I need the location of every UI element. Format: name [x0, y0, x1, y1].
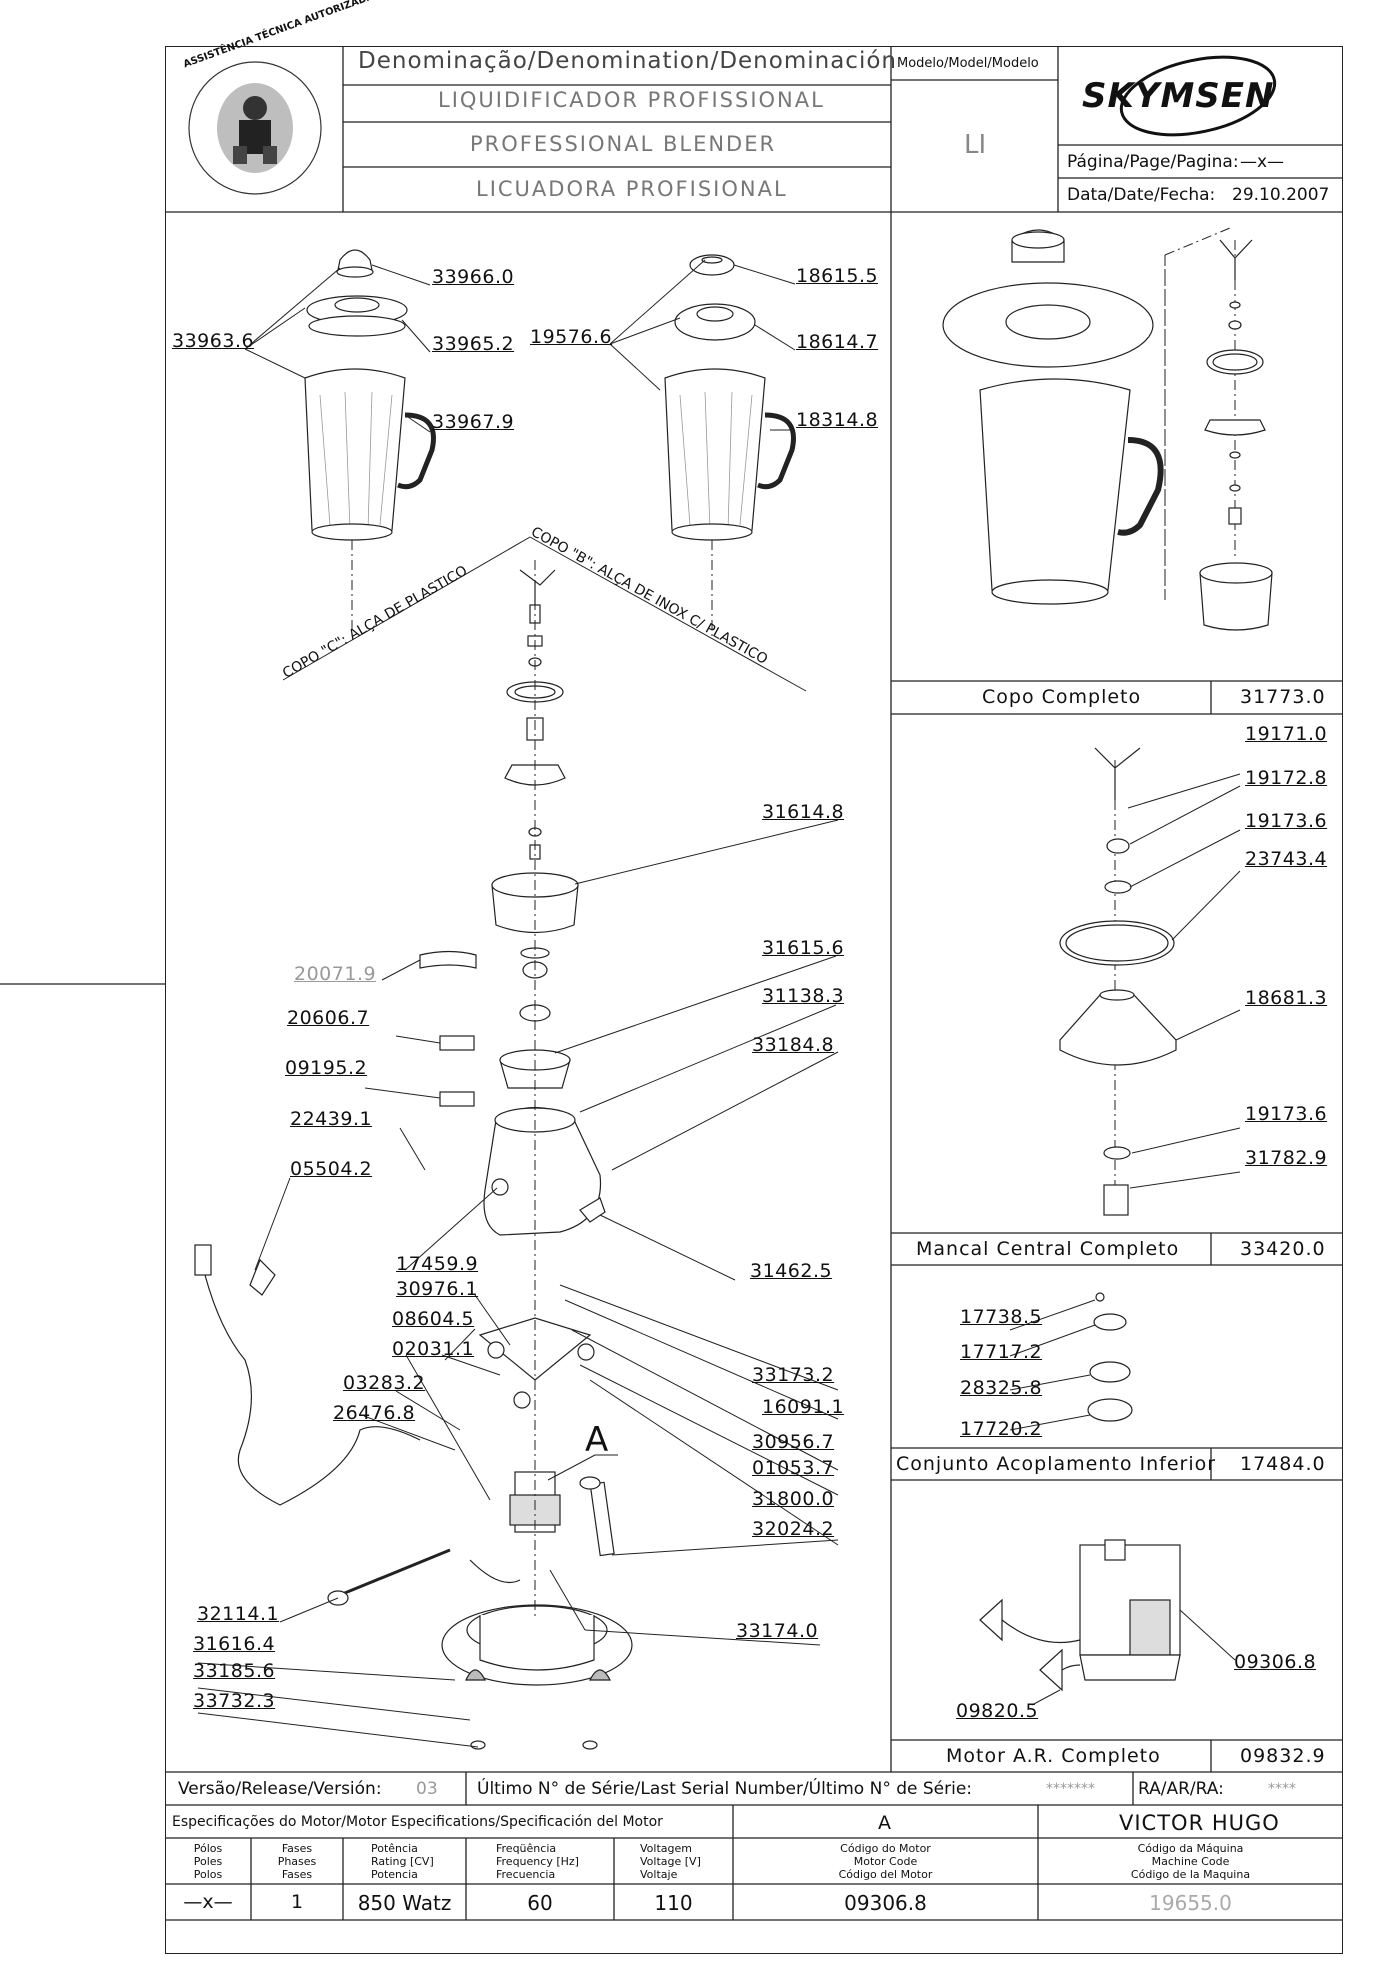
val-phases: 1 [290, 1891, 304, 1913]
assembly-acoplamento-code: 17484.0 [1240, 1453, 1326, 1475]
assembly-mancal-name: Mancal Central Completo [916, 1238, 1180, 1260]
part-33174-0: 33174.0 [736, 1620, 819, 1642]
denomination-label: Denominação/Denomination/Denominación [358, 48, 897, 74]
mancal-part-3: 19173.6 [1245, 810, 1328, 832]
assembly-copo-name: Copo Completo [982, 686, 1142, 708]
val-power: 850 Watz [357, 1891, 452, 1915]
acoplamento-part-3: 28325.8 [960, 1377, 1043, 1399]
acoplamento-part-2: 17717.2 [960, 1341, 1043, 1363]
ra-label: RA/AR/RA: [1138, 1779, 1224, 1799]
product-name-en: PROFESSIONAL BLENDER [470, 132, 777, 156]
part-30976-1: 30976.1 [396, 1278, 479, 1300]
model-label: Modelo/Model/Modelo [897, 56, 1039, 71]
part-31138-3: 31138.3 [762, 985, 845, 1007]
part-32114-1: 32114.1 [197, 1603, 280, 1625]
acoplamento-part-4: 17720.2 [960, 1418, 1043, 1440]
part-33963-6: 33963.6 [172, 330, 255, 352]
part-31800-0: 31800.0 [752, 1488, 835, 1510]
part-01053-7: 01053.7 [752, 1457, 835, 1479]
assembly-motor-name: Motor A.R. Completo [946, 1745, 1161, 1767]
assembly-acoplamento-name: Conjunto Acoplamento Inferior [896, 1453, 1217, 1475]
spec-marker: A [878, 1812, 891, 1834]
part-20071-9: 20071.9 [294, 963, 377, 985]
part-16091-1: 16091.1 [762, 1396, 845, 1418]
assembly-mancal-code: 33420.0 [1240, 1238, 1326, 1260]
date-value: 29.10.2007 [1232, 185, 1330, 205]
part-33966-0: 33966.0 [432, 266, 515, 288]
acoplamento-part-1: 17738.5 [960, 1306, 1043, 1328]
part-31616-4: 31616.4 [193, 1633, 276, 1655]
brand-name: SKYMSEN [1082, 76, 1275, 116]
part-18614-7: 18614.7 [796, 331, 879, 353]
mancal-part-4: 23743.4 [1245, 848, 1328, 870]
part-31614-8: 31614.8 [762, 801, 845, 823]
val-motor-code: 09306.8 [844, 1891, 927, 1915]
part-22439-1: 22439.1 [290, 1108, 373, 1130]
part-09195-2: 09195.2 [285, 1057, 368, 1079]
val-poles: —x— [183, 1891, 233, 1913]
part-33965-2: 33965.2 [432, 333, 515, 355]
part-19576-6: 19576.6 [530, 326, 613, 348]
part-05504-2: 05504.2 [290, 1158, 373, 1180]
part-18615-5: 18615.5 [796, 265, 879, 287]
brand-logo-swoosh [1119, 55, 1277, 137]
part-26476-8: 26476.8 [333, 1402, 416, 1424]
page-label: Página/Page/Pagina: [1067, 152, 1239, 172]
part-33185-6: 33185.6 [193, 1660, 276, 1682]
part-03283-2: 03283.2 [343, 1372, 426, 1394]
spec-label: Especificações do Motor/Motor Especifica… [172, 1814, 663, 1830]
mancal-part-7: 31782.9 [1245, 1147, 1328, 1169]
val-machine-code: 19655.0 [1149, 1891, 1232, 1915]
serial-value: ******* [1046, 1781, 1095, 1797]
product-name-pt: LIQUIDIFICADOR PROFISSIONAL [438, 88, 825, 112]
version-label: Versão/Release/Versión: [178, 1779, 382, 1799]
assembly-motor-code: 09832.9 [1240, 1745, 1326, 1767]
ra-value: **** [1268, 1781, 1296, 1797]
part-20606-7: 20606.7 [287, 1007, 370, 1029]
mancal-part-5: 18681.3 [1245, 987, 1328, 1009]
mancal-part-2: 19172.8 [1245, 767, 1328, 789]
part-18314-8: 18314.8 [796, 409, 879, 431]
mancal-part-6: 19173.6 [1245, 1103, 1328, 1125]
date-label: Data/Date/Fecha: [1067, 185, 1216, 205]
part-33967-9: 33967.9 [432, 411, 515, 433]
page-border [165, 46, 1343, 1954]
part-33173-2: 33173.2 [752, 1364, 835, 1386]
seal-logo [188, 61, 322, 195]
motor-part-1: 09306.8 [1234, 1651, 1317, 1673]
detail-marker: A [585, 1420, 609, 1460]
part-33184-8: 33184.8 [752, 1034, 835, 1056]
serial-label: Último N° de Série/Last Serial Number/Úl… [477, 1779, 973, 1799]
part-33732-3: 33732.3 [193, 1690, 276, 1712]
model-value: LI [964, 130, 987, 160]
part-32024-2: 32024.2 [752, 1518, 835, 1540]
mancal-part-1: 19171.0 [1245, 723, 1328, 745]
part-31615-6: 31615.6 [762, 937, 845, 959]
assembly-copo-code: 31773.0 [1240, 686, 1326, 708]
motor-part-2: 09820.5 [956, 1700, 1039, 1722]
part-08604-5: 08604.5 [392, 1308, 475, 1330]
part-02031-1: 02031.1 [392, 1338, 475, 1360]
part-30956-7: 30956.7 [752, 1431, 835, 1453]
part-31462-5: 31462.5 [750, 1260, 833, 1282]
page-value: —x— [1240, 152, 1285, 172]
author-name: VICTOR HUGO [1119, 1811, 1280, 1835]
product-name-es: LICUADORA PROFISIONAL [476, 177, 788, 201]
val-freq: 60 [527, 1891, 553, 1915]
version-value: 03 [416, 1779, 438, 1799]
part-17459-9: 17459.9 [396, 1253, 479, 1275]
val-voltage: 110 [654, 1891, 693, 1915]
